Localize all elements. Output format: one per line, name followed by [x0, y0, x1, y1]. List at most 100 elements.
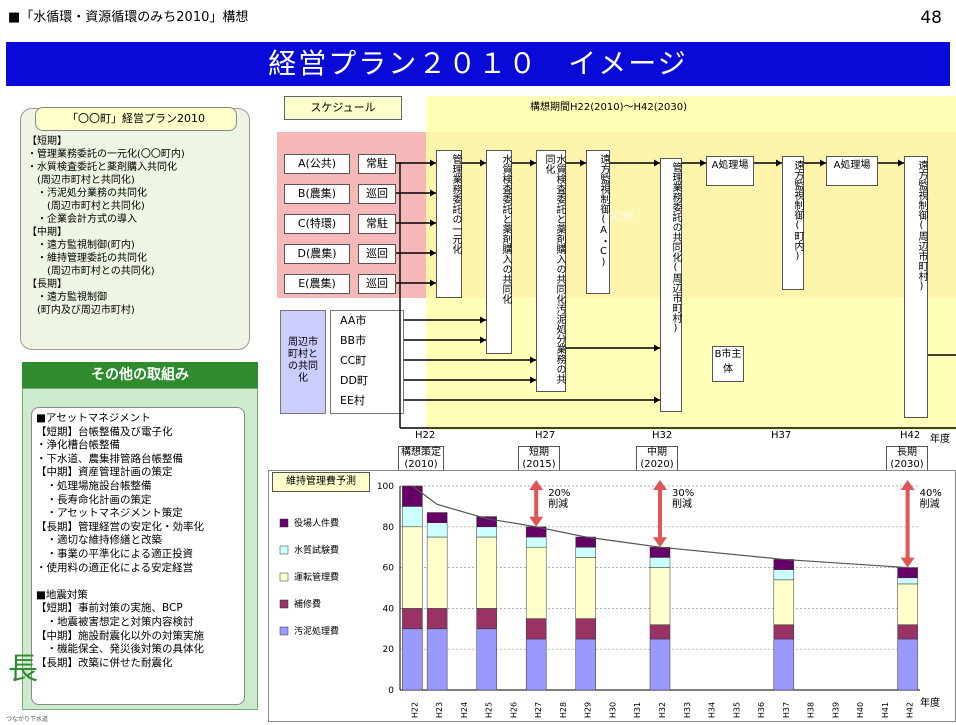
bar-segment — [476, 628, 497, 691]
x-tick-label: H35 — [732, 702, 741, 718]
legend-swatch — [279, 518, 289, 528]
bar-segment — [773, 559, 795, 570]
bar-segment — [426, 628, 448, 691]
x-tick-label: H29 — [584, 702, 593, 718]
milestone-mid: 中期 (2020) — [636, 446, 678, 474]
step-a-plant-1: A処理場 — [706, 156, 754, 186]
step-remote-region: 遠方監視制御(周辺市町村) — [904, 156, 928, 418]
text-line: 【長期】改築に併せた耐震化 — [36, 656, 173, 669]
bar-segment — [773, 569, 795, 581]
x-tick-label: H25 — [485, 702, 494, 718]
x-tick-label: H31 — [633, 702, 642, 718]
y-tick-label: 100 — [377, 482, 394, 492]
timeline-unit: 年度 — [930, 434, 950, 445]
chart-frame — [268, 470, 956, 722]
page-number: 48 — [920, 8, 942, 28]
municipality-name: DD町 — [340, 374, 368, 387]
step-remote-ac: 遠方監視制御(A・C) — [586, 150, 610, 294]
text-line: 【長期】管理経営の安定化・効率化 — [36, 520, 204, 533]
timeline-tick: H42 — [900, 430, 921, 441]
bar-segment — [525, 546, 547, 619]
reduction-label: 削減 — [920, 497, 940, 510]
municipality-name: AA市 — [340, 314, 367, 327]
bar-segment — [525, 638, 547, 691]
x-tick-label: H42 — [906, 702, 915, 718]
municipality-arrow-head — [530, 376, 536, 384]
reduction-label: 削減 — [672, 497, 692, 510]
text-line: 【中期】資産管理計画の策定 — [36, 466, 173, 479]
facility-name: B(農集) — [284, 184, 350, 204]
step-arrow-head — [700, 159, 706, 167]
step-arrow-head — [776, 159, 782, 167]
facility-name: D(農集) — [284, 244, 350, 264]
milestone-short: 短期 (2015) — [518, 446, 560, 474]
y-tick-label: 0 — [388, 686, 394, 696]
legend-swatch — [279, 572, 289, 582]
x-tick-label: H36 — [757, 702, 766, 718]
y-tick-label: 80 — [383, 523, 395, 533]
step-a-plant-2: A処理場 — [826, 156, 878, 186]
step-arrow-head — [898, 159, 904, 167]
step-unified-contract: 管理業務委託の一元化 — [436, 150, 462, 298]
x-axis-label: 年度 — [920, 696, 940, 709]
legend-swatch — [279, 626, 289, 636]
municipality-arrow-head — [480, 336, 486, 344]
schedule-yellow-band — [426, 96, 956, 430]
banner-title: 経営プラン２０１０ イメージ — [6, 42, 950, 86]
logo-caption: つながり下水道 — [6, 716, 49, 723]
text-line: 【短期】台帳整備及び電子化 — [36, 425, 173, 438]
x-tick-label: H27 — [534, 702, 543, 718]
x-tick-label: H33 — [683, 702, 692, 718]
x-tick-label: H23 — [435, 702, 444, 718]
facility-tag: 巡回 — [358, 184, 396, 204]
text-line: (周辺市町村との共同化) — [27, 266, 155, 277]
text-line: 【短期】事前対策の実施、BCP — [36, 602, 183, 615]
y-tick-label: 40 — [383, 604, 395, 614]
plan-box-lines: 【短期】・管理業務委託の一元化(〇〇町内)・水質検査委託と薬剤購入共同化 (周辺… — [27, 135, 247, 317]
bar-segment — [426, 536, 448, 609]
text-line: ・地震被害想定と対策内容検討 — [36, 615, 194, 628]
facility-name: C(特環) — [284, 214, 350, 234]
schedule-label: スケジュール — [284, 96, 402, 120]
plan-box-title: 「〇〇町」経営プラン2010 — [35, 107, 237, 131]
reduction-label: 20% — [548, 488, 570, 499]
step-arrow-head — [480, 159, 486, 167]
reduction-arrow-head — [529, 516, 544, 527]
x-tick-label: H40 — [856, 702, 865, 718]
text-line: ・浄化槽台帳整備 — [36, 439, 120, 452]
reduction-label: 削減 — [548, 497, 568, 510]
other-efforts-title: その他の取組み — [22, 362, 258, 388]
step-joint-testing: 水質検査委託と薬剤購入の共同化 — [486, 150, 512, 354]
facility-name: A(公共) — [284, 154, 350, 174]
other-efforts-panel: ■アセットマネジメント【短期】台帳整備及び電子化・浄化槽台帳整備・下水道、農集排… — [22, 388, 258, 710]
bar-segment — [897, 583, 918, 625]
reduction-label: 30% — [672, 488, 694, 499]
facility-name: E(農集) — [284, 274, 350, 294]
legend-label: 役場人件費 — [294, 517, 339, 529]
text-line — [36, 575, 240, 589]
text-line: ・下水道、農集排管路台帳整備 — [36, 452, 183, 465]
timeline-tick: H32 — [652, 430, 673, 441]
text-line: ・事業の平準化による適正投資 — [36, 547, 194, 560]
text-line: ・管理業務委託の一元化(〇〇町内) — [27, 149, 185, 160]
bar-segment — [476, 536, 497, 609]
legend-label: 汚泥処理費 — [294, 625, 339, 637]
bar-segment — [426, 512, 448, 523]
b-city-box: B市主体 — [712, 346, 744, 382]
text-line: ・水質検査委託と薬剤購入共同化 — [27, 162, 177, 173]
municipality-name: EE村 — [340, 394, 365, 407]
x-tick-label: H34 — [708, 702, 717, 718]
text-line: ・汚泥処分業務の共同化 — [27, 188, 147, 199]
schedule-period: 構想期間H22(2010)〜H42(2030) — [530, 102, 687, 113]
bar-segment — [575, 618, 596, 640]
step-arrow-head — [530, 159, 536, 167]
text-line: (周辺市町村と共同化) — [27, 201, 145, 212]
reduction-arrow-head — [900, 480, 915, 490]
bar-segment — [649, 624, 671, 640]
concept-title: ■「水循環・資源循環のみち2010」構想 — [8, 10, 249, 25]
x-tick-label: H24 — [460, 702, 469, 718]
bar-segment — [575, 546, 596, 558]
